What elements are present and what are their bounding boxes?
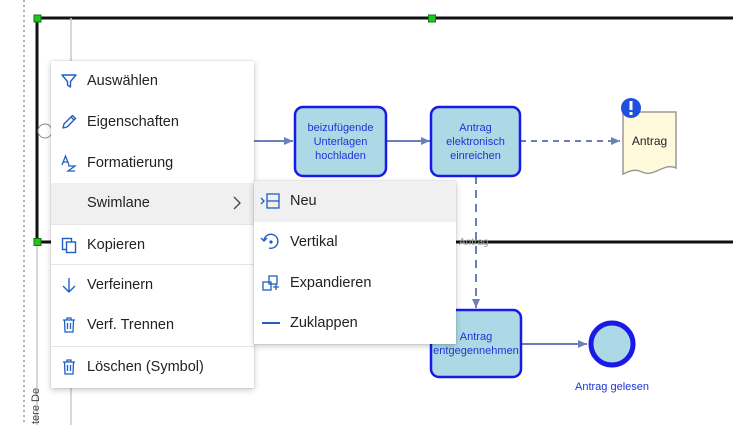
menu-item-formatierung[interactable]: Formatierung [51,142,254,183]
trash-icon [59,357,79,377]
menu-item-kopieren[interactable]: Kopieren [51,223,254,265]
menu-item-label: Auswählen [87,73,158,90]
submenu-item-label: Expandieren [290,274,372,291]
selection-handle[interactable] [428,14,436,23]
submenu-item-label: Vertikal [290,234,338,251]
menu-item-label: Eigenschaften [87,114,179,131]
submenu-item-expandieren[interactable]: Expandieren [254,262,456,303]
submenu-item-neu[interactable]: Neu [254,181,456,222]
rotate-icon [260,232,282,252]
submenu-item-vertikal[interactable]: Vertikal [254,222,456,263]
menu-item-auswaehlen[interactable]: Auswählen [51,61,254,102]
filter-icon [59,71,79,91]
chevron-right-icon [232,196,242,210]
new-lane-icon [260,191,282,211]
lane-collapse-handle[interactable] [37,123,53,139]
task-upload-attachments[interactable] [293,105,388,178]
menu-item-label: Formatierung [87,154,174,171]
trash-icon [59,315,79,335]
selection-handle[interactable] [33,14,42,23]
menu-item-label: Verf. Trennen [87,317,175,334]
menu-item-label: Kopieren [87,236,146,253]
copy-icon [59,235,79,255]
context-menu: Auswählen Eigenschaften Formatierung Swi… [51,61,254,388]
edge-label-antrag: Antrag [459,237,489,248]
menu-item-swimlane[interactable]: Swimlane [51,183,254,224]
pencil-icon [59,112,79,132]
task-submit-electronic[interactable] [429,105,522,178]
selection-handle[interactable] [33,238,42,246]
menu-item-label: Swimlane [87,195,150,212]
menu-item-label: Verfeinern [87,277,154,294]
expand-icon [260,273,282,293]
menu-item-verf-trennen[interactable]: Verf. Trennen [51,305,254,346]
submenu-item-label: Zuklappen [290,315,358,332]
document-antrag[interactable] [622,111,677,176]
collapse-icon [260,313,282,333]
submenu-item-zuklappen[interactable]: Zuklappen [254,303,456,344]
menu-item-eigenschaften[interactable]: Eigenschaften [51,102,254,143]
end-event-gelesen[interactable] [588,320,636,368]
warning-icon [621,98,641,118]
menu-item-label: Löschen (Symbol) [87,358,204,375]
text-format-icon [59,153,79,173]
swimlane-submenu: Neu Vertikal Expandieren Zuklappen [254,181,456,344]
menu-item-verfeinern[interactable]: Verfeinern [51,264,254,305]
arrow-down-icon [59,275,79,295]
menu-item-loeschen-symbol[interactable]: Löschen (Symbol) [51,345,254,387]
lane-label: tere De [30,387,42,424]
submenu-item-label: Neu [290,193,317,210]
empty-icon-slot [59,193,79,213]
